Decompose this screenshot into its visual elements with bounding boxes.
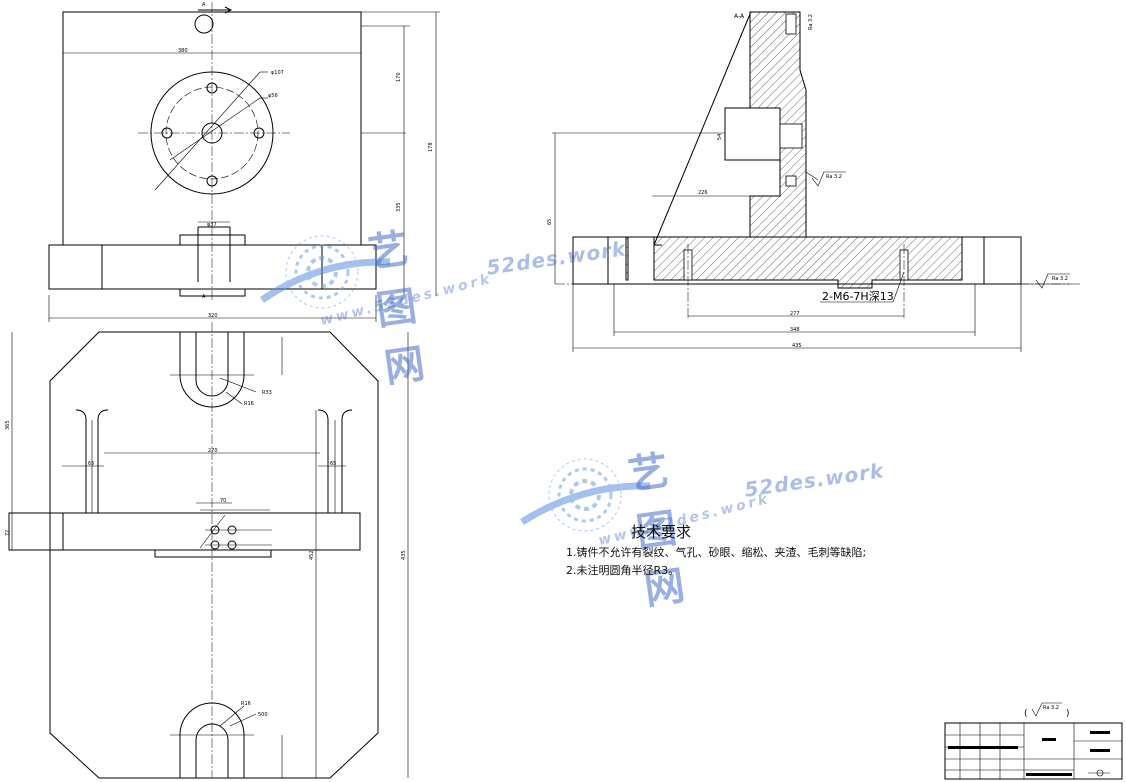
dim-section-height: 65 <box>547 219 553 225</box>
dim-vertical-2: 335 <box>396 202 402 212</box>
section-mark-bottom: A <box>202 294 206 300</box>
dim-rib-right: 65 <box>330 461 336 467</box>
requirement-item-1: 1.铸件不允许有裂纹、气孔、砂眼、缩松、夹渣、毛刺等缺陷; <box>566 546 867 559</box>
roughness-2: Ra 3.2 <box>1052 276 1068 282</box>
section-view-dims: A-A 2-M6-7H深13 65 54 226 277 348 435 Ra … <box>547 13 1068 349</box>
thread-note: 2-M6-7H深13 <box>822 290 894 303</box>
dim-radius-1: R33 <box>262 390 272 396</box>
dim-flange-outer: 435 <box>792 343 802 349</box>
requirements-title: 技术要求 <box>631 523 692 541</box>
watermark-globe-2 <box>520 458 651 532</box>
requirement-item-2: 2.未注明圆角半径R3。 <box>566 564 680 577</box>
roughness-general: Ra 3.2 <box>1043 705 1059 711</box>
dim-base-width: 320 <box>208 313 218 319</box>
dim-outer-height: 435 <box>401 550 407 560</box>
dim-left-height: 365 <box>5 420 11 430</box>
dim-diameter-2: φ56 <box>268 93 278 99</box>
dim-bore: 54 <box>717 134 723 140</box>
dim-radius-4: 500 <box>258 712 268 718</box>
bottom-view-dims: R33 R16 R16 500 270 65 65 70 365 72 452 … <box>5 390 407 718</box>
dim-rail-height: 72 <box>5 530 11 536</box>
dim-diameter-1: φ107 <box>271 70 284 76</box>
roughness-paren-close: ) <box>1066 709 1070 719</box>
top-view <box>48 2 440 322</box>
section-view <box>552 11 1080 352</box>
bottom-view <box>8 322 409 779</box>
roughness-paren-open: ( <box>1024 709 1028 719</box>
dim-radius-3: R16 <box>241 701 251 707</box>
top-view-dims: 380 170 335 178 φ107 φ56 φ37 320 A A <box>178 2 434 319</box>
section-label: A-A <box>734 13 745 20</box>
dim-slot: φ37 <box>207 222 217 228</box>
watermark-globe-1 <box>260 235 391 309</box>
dim-arm: 226 <box>698 190 708 196</box>
dim-inner-height: 452 <box>309 550 315 560</box>
dim-hole-span: 277 <box>790 311 800 317</box>
dim-rib-left: 65 <box>88 461 94 467</box>
section-mark-top: A <box>202 2 206 8</box>
roughness-3: Ra 3.2 <box>808 14 814 30</box>
dim-vertical-1: 170 <box>396 72 402 82</box>
dim-rib-span: 270 <box>208 448 218 454</box>
dim-radius-2: R16 <box>244 401 254 407</box>
roughness-1: Ra 3.2 <box>826 174 842 180</box>
dim-flange-inner: 348 <box>790 327 800 333</box>
dim-vertical-3: 178 <box>428 142 434 152</box>
dim-hole-spacing: 70 <box>220 498 226 504</box>
title-block: ( Ra 3.2 ) <box>944 702 1123 780</box>
dim-width-top: 380 <box>178 48 188 54</box>
